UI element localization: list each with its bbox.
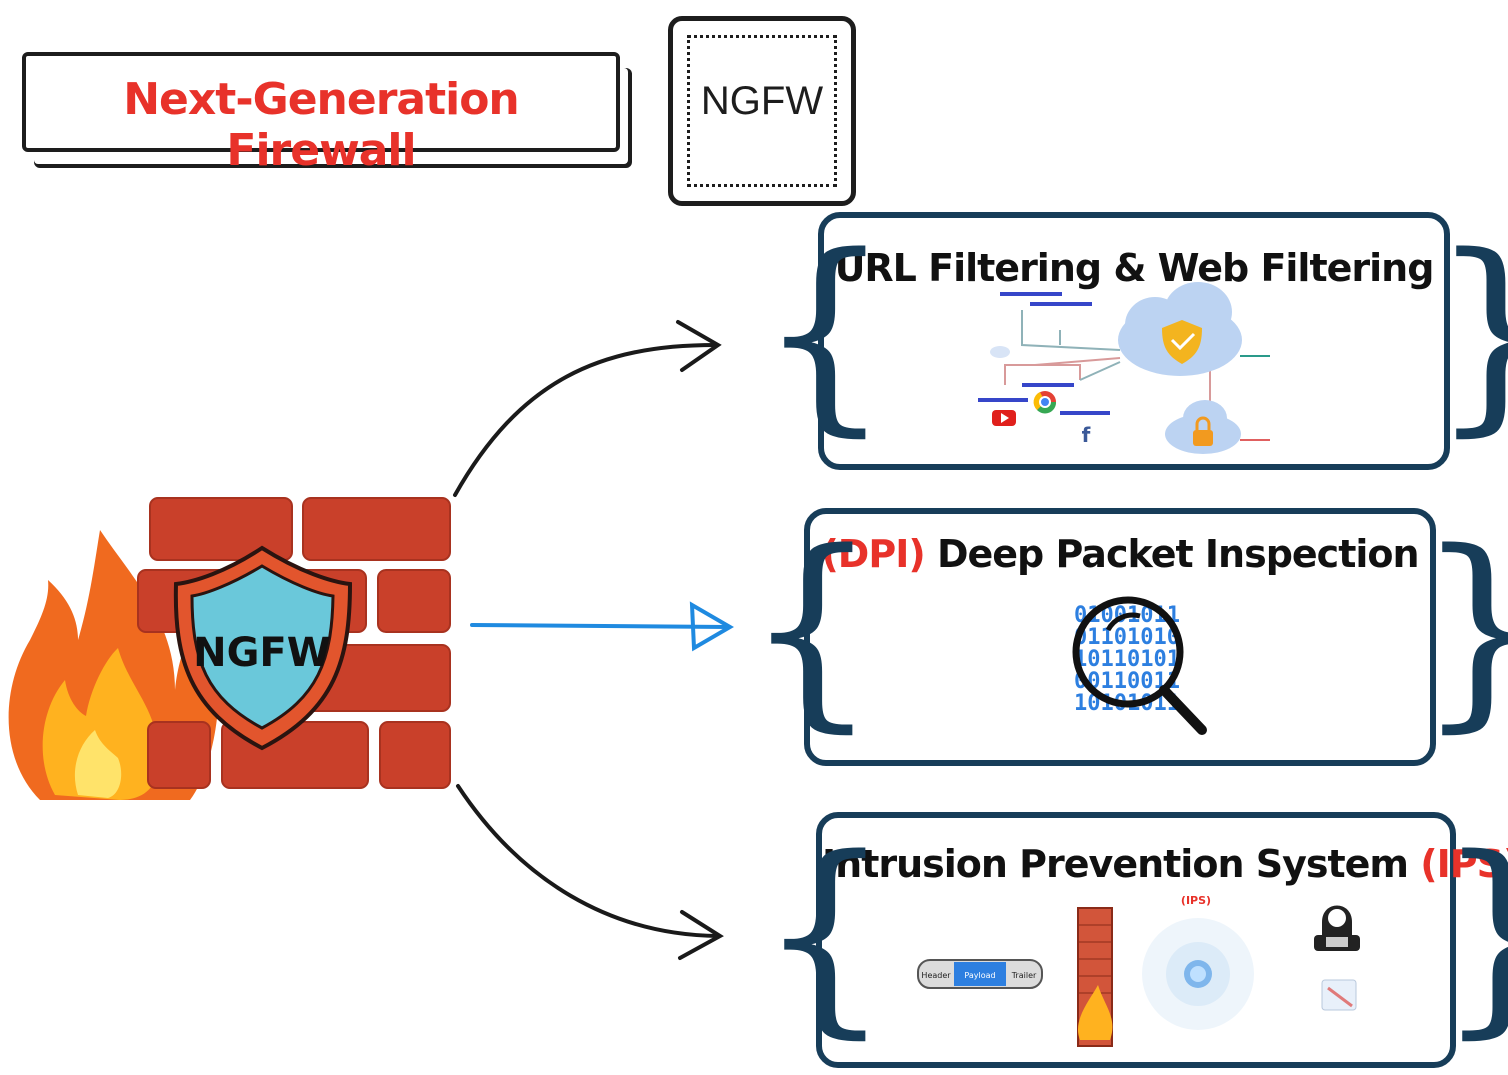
abbreviation-label: NGFW: [700, 79, 824, 123]
feature-title-ips: Intrusion Prevention System (IPS): [822, 842, 1508, 886]
feature-title-ips-suffix: (IPS): [1420, 842, 1508, 886]
small-cloud-icon: [990, 346, 1010, 358]
facebook-icon: f: [1082, 423, 1091, 447]
feature-title-ips-main: Intrusion Prevention System: [822, 842, 1421, 886]
binary-line: 01101010: [1074, 625, 1180, 650]
shield-label: NGFW: [193, 630, 331, 676]
packet-trailer-label: Trailer: [1011, 971, 1037, 980]
document-icon: [1321, 979, 1357, 1011]
feature-title-url-filtering: URL Filtering & Web Filtering: [834, 246, 1435, 290]
chrome-icon: [1033, 391, 1057, 414]
firewall-tower-icon: [1077, 907, 1113, 1047]
url-filtering-illustration: f: [978, 282, 1270, 454]
feature-title-dpi-prefix: (DPI): [821, 532, 925, 576]
packet-header-label: Header: [921, 971, 951, 980]
dpi-illustration: 01001011 01101010 10110101 00110011 1010…: [1072, 596, 1207, 735]
packet-payload-label: Payload: [964, 971, 995, 980]
arrow-to-url-filtering: [453, 320, 722, 497]
ips-illustration: Header Payload Trailer (IPS): [917, 894, 1360, 1047]
left-brace-url: {: [758, 210, 892, 455]
binary-line: 10110101: [1074, 647, 1180, 672]
feature-title-dpi-main: Deep Packet Inspection: [924, 532, 1420, 576]
packet-icon: Header Payload Trailer: [917, 959, 1043, 989]
ips-tag-label: (IPS): [1181, 894, 1211, 907]
left-brace-ips: {: [758, 812, 892, 1057]
page-title: Next-Generation Firewall: [123, 74, 520, 176]
arrow-to-dpi: [470, 601, 734, 652]
abbreviation-dotted-frame: [687, 35, 837, 187]
lock-cloud-icon: [1165, 400, 1241, 454]
feature-title-dpi: (DPI) Deep Packet Inspection: [810, 532, 1430, 576]
right-brace-url: }: [1430, 228, 1508, 438]
title-banner: Next-Generation Firewall: [22, 52, 620, 176]
magnifier-icon: [1072, 596, 1207, 735]
security-shield-icon: [1162, 320, 1202, 364]
shield-icon: NGFW: [173, 545, 353, 751]
feature-card-dpi: (DPI) Deep Packet Inspection: [804, 508, 1436, 766]
arrow-to-ips: [456, 784, 724, 960]
left-brace-dpi: {: [745, 506, 879, 751]
right-brace-dpi: }: [1416, 524, 1508, 734]
right-brace-ips: }: [1436, 830, 1508, 1040]
hacker-icon: [1314, 905, 1360, 951]
abbreviation-box: NGFW: [668, 16, 856, 206]
ips-radar-icon: [1142, 918, 1254, 1030]
